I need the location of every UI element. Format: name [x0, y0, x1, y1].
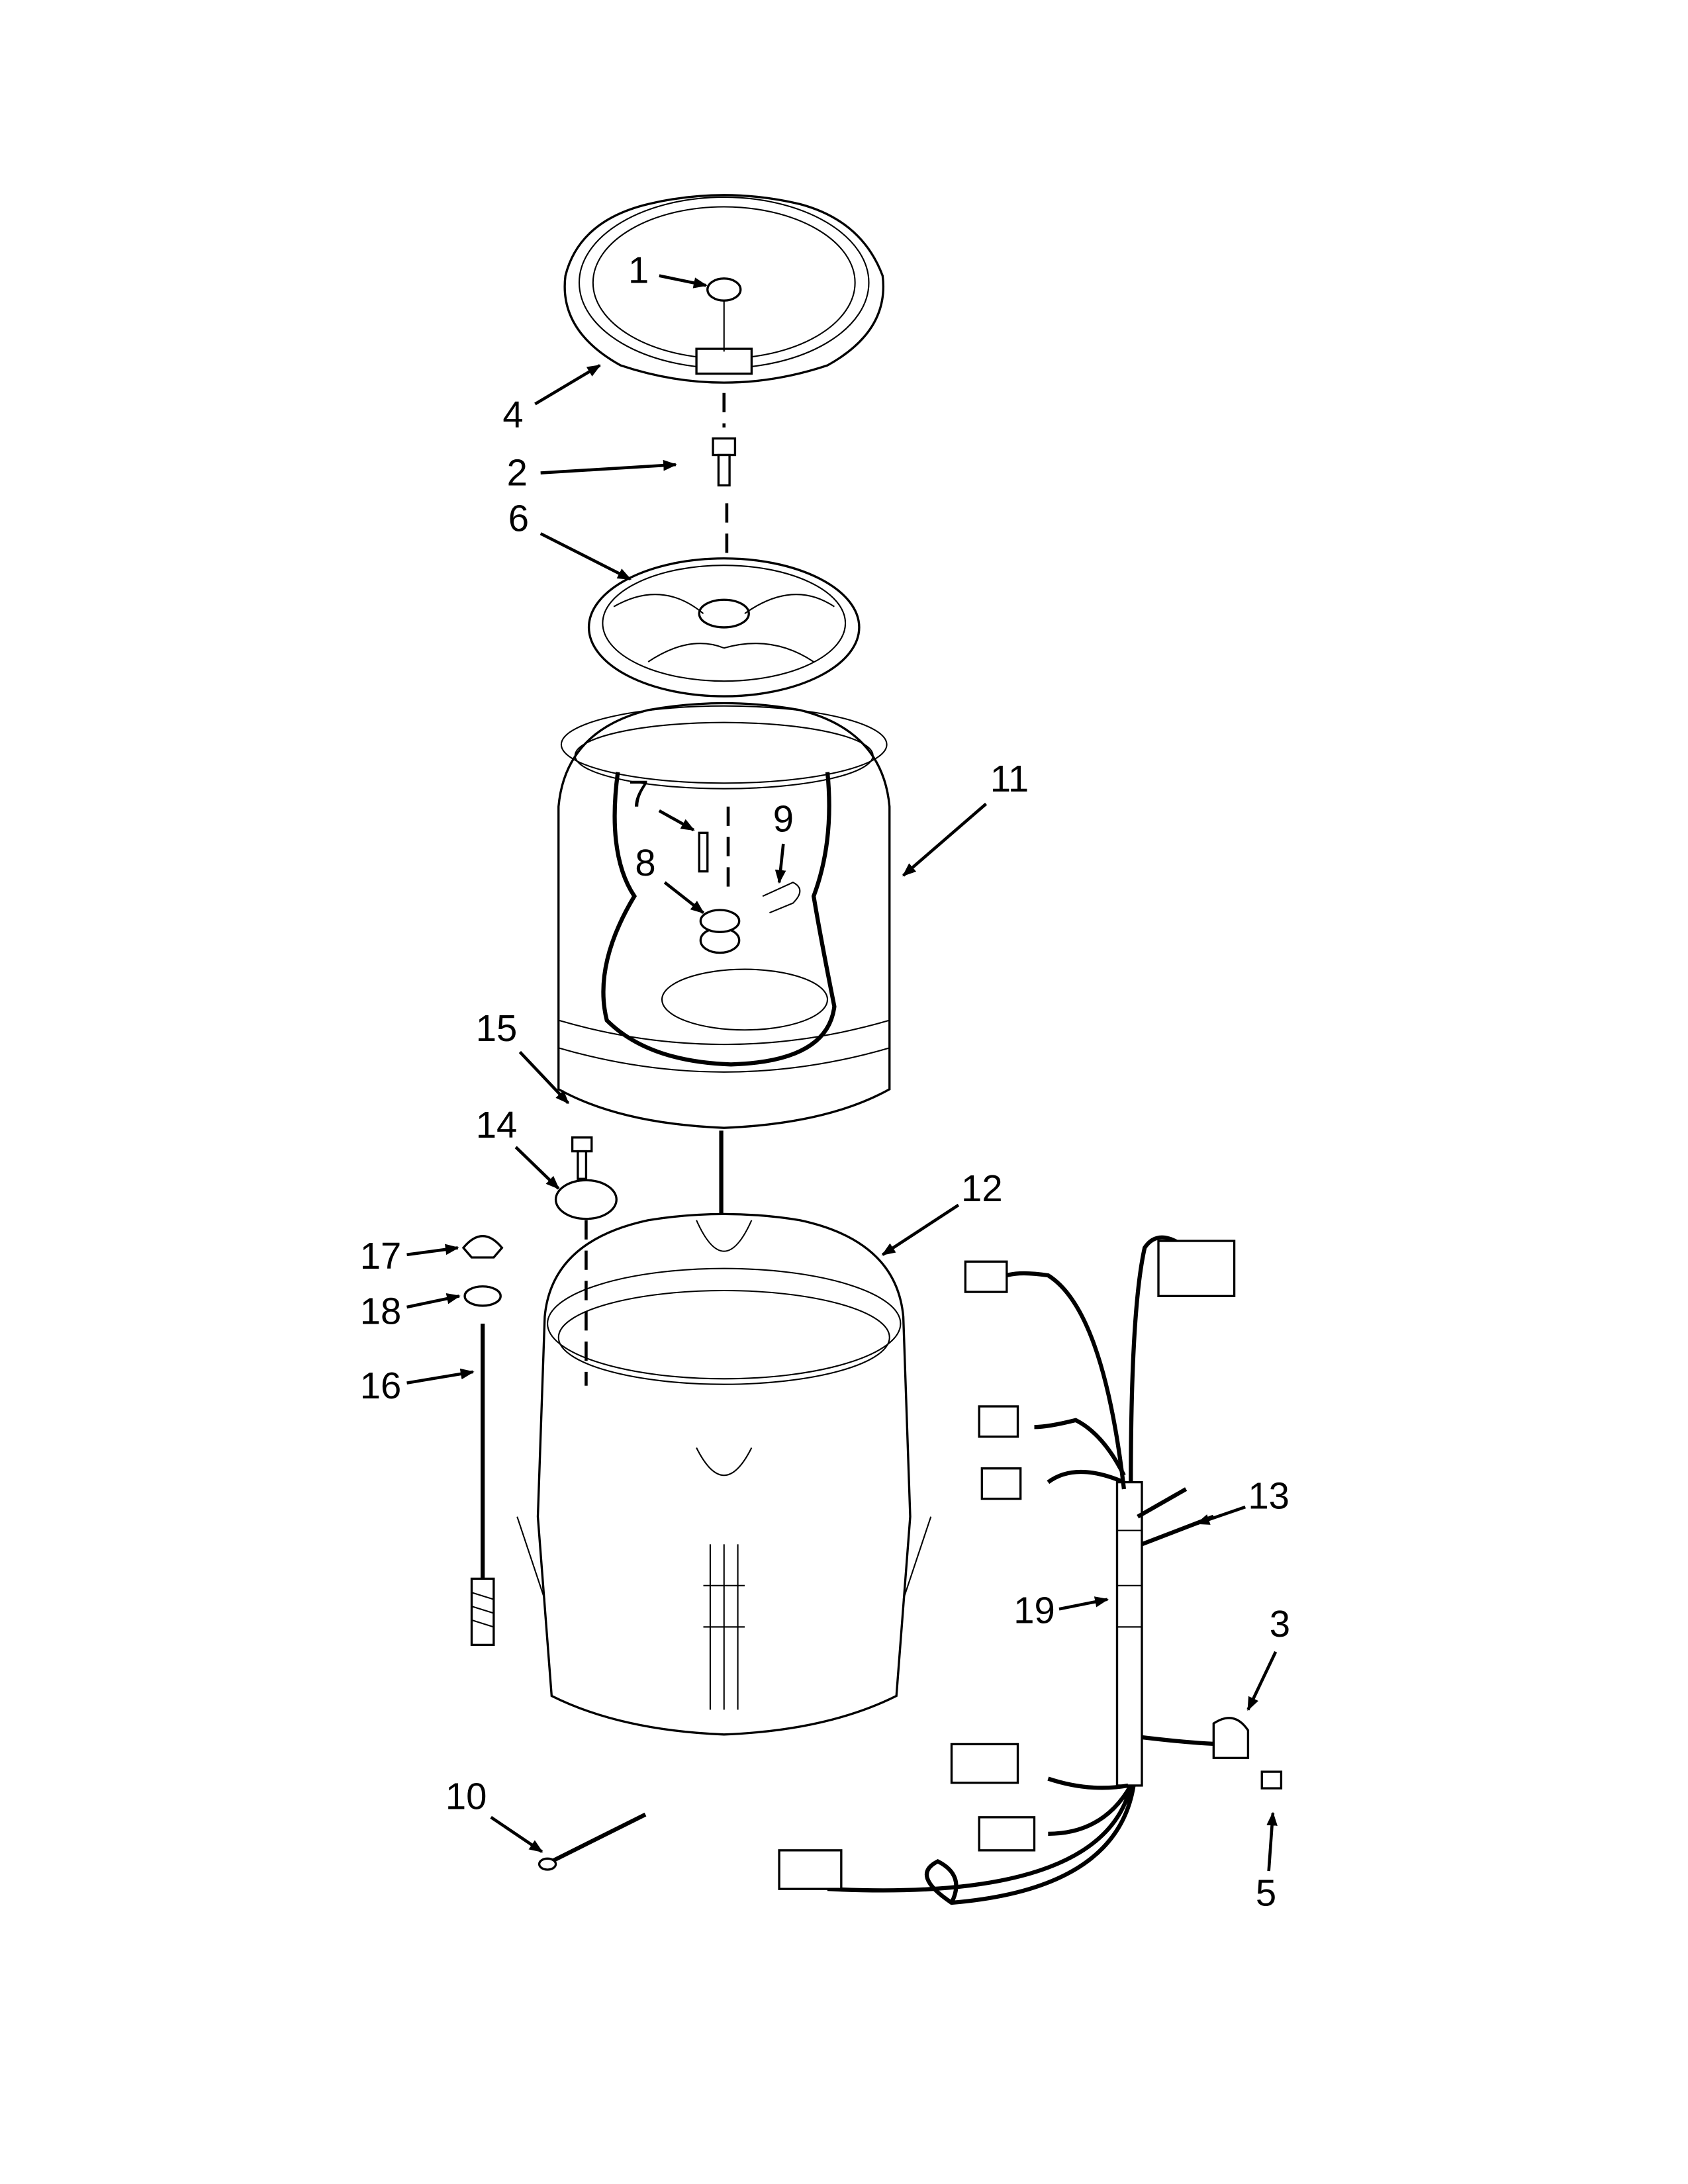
callout-19: 19	[1013, 1589, 1109, 1631]
clip-part	[762, 882, 801, 914]
callout-label: 8	[635, 842, 655, 884]
callout-label: 13	[1248, 1475, 1289, 1516]
callout-label: 4	[502, 394, 523, 435]
suspension-rod-part	[470, 1324, 495, 1647]
bolt-15-part	[571, 1136, 593, 1180]
callout-15: 15	[476, 1007, 569, 1105]
callout-label: 6	[508, 497, 529, 539]
cap-17-part	[461, 1235, 504, 1259]
callout-16: 16	[360, 1365, 475, 1406]
cap-part	[706, 277, 742, 352]
callout-label: 10	[445, 1776, 487, 1817]
callout-17: 17	[360, 1235, 459, 1277]
cup-18-part	[463, 1285, 502, 1307]
callout-2: 2	[507, 452, 677, 494]
callout-label: 18	[360, 1290, 402, 1332]
callout-8: 8	[635, 842, 705, 914]
callout-label: 7	[628, 773, 649, 815]
callout-label: 2	[507, 452, 528, 494]
callout-label: 3	[1270, 1603, 1290, 1645]
callout-12: 12	[881, 1167, 1003, 1256]
callout-label: 11	[990, 758, 1029, 799]
callout-label: 5	[1256, 1872, 1276, 1913]
callout-label: 17	[360, 1235, 402, 1277]
callout-14: 14	[476, 1104, 560, 1190]
callout-6: 6	[508, 497, 632, 581]
callout-3: 3	[1246, 1603, 1290, 1711]
callout-1: 1	[628, 249, 708, 291]
plate-14-part	[554, 1179, 618, 1220]
callout-label: 15	[476, 1007, 518, 1049]
callout-7: 7	[628, 773, 695, 832]
callout-18: 18	[360, 1290, 461, 1332]
callout-label: 16	[360, 1365, 402, 1406]
impeller-part	[587, 557, 861, 698]
outer-tub-part	[516, 1212, 932, 1736]
wire-harness-part	[778, 1235, 1283, 1905]
callout-10: 10	[445, 1776, 543, 1853]
callout-9: 9	[773, 798, 794, 884]
callout-5: 5	[1256, 1811, 1278, 1913]
callout-13: 13	[1196, 1475, 1289, 1525]
callout-11: 11	[902, 758, 1029, 877]
callout-4: 4	[502, 364, 602, 435]
callout-label: 9	[773, 798, 794, 840]
callout-label: 1	[628, 249, 649, 291]
callout-label: 19	[1013, 1589, 1055, 1631]
callout-label: 14	[476, 1104, 518, 1146]
screw-part	[698, 831, 709, 873]
bolt-part	[712, 437, 737, 487]
hub-part	[699, 909, 741, 933]
sensor-10-part	[538, 1812, 647, 1871]
callout-label: 12	[961, 1167, 1003, 1209]
